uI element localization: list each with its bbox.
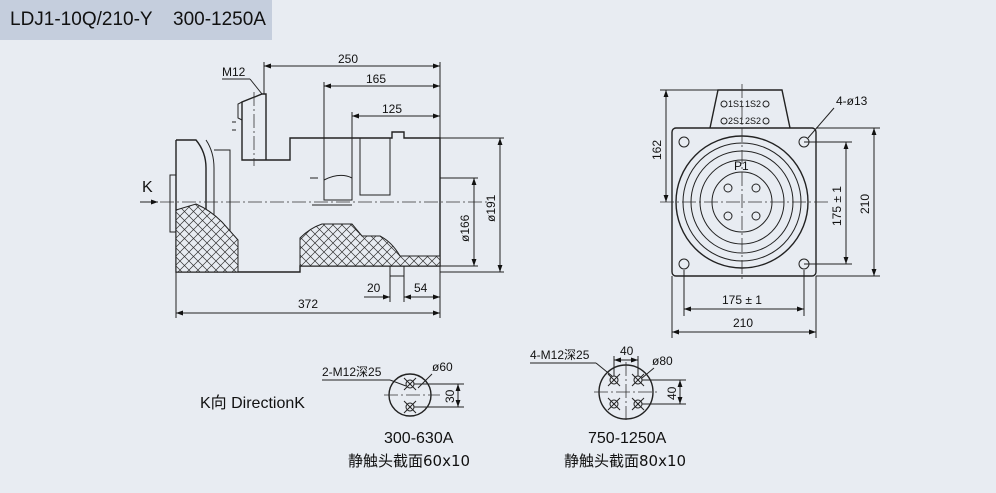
large-top-label: 40 [620,344,634,358]
small-thread-label: 2-M12深25 [322,365,382,379]
small-rating-label: 300-630A [384,430,454,447]
dim-h162: 162 [650,140,664,160]
terminal-2s1: 2S1 [728,116,744,126]
dim-250: 250 [338,52,358,66]
p1-label: P1 [734,159,749,173]
m12-label: M12 [222,65,246,79]
terminal-1s2: 1S2 [745,99,761,109]
contact-750-1250a: 4-M12深25 40 ø80 40 750-1250A 静触头截面80x10 [530,344,686,470]
large-section-label: 静触头截面80x10 [564,452,686,470]
dim-20: 20 [367,281,381,295]
dim-165: 165 [366,72,386,86]
dim-54: 54 [414,281,428,295]
dim-w210: 210 [733,316,753,330]
large-thread-label: 4-M12深25 [530,348,590,362]
terminal-1s1: 1S1 [728,99,744,109]
small-section-label: 静触头截面60x10 [348,452,470,470]
dim-125: 125 [382,102,402,116]
side-view: K M12 250 165 125 372 20 54 ø [140,52,504,318]
dim-w175: 175 ± 1 [722,293,762,307]
dim-d166: ø166 [458,214,472,242]
model-label: LDJ1-10Q/210-Y [10,9,153,30]
k-label: K [142,179,153,196]
large-rating-label: 750-1250A [588,430,667,447]
end-view: 1S1 1S2 2S1 2S2 P1 4-ø13 162 175 ± 1 210… [650,84,880,338]
small-pitch-label: 30 [443,389,457,403]
dim-h210: 210 [858,194,872,214]
large-dia-label: ø80 [652,354,673,368]
holes-label: 4-ø13 [836,94,868,108]
dim-h175: 175 ± 1 [830,186,844,226]
current-range-label: 300-1250A [173,9,266,30]
k-direction-label: K向 DirectionK [200,394,305,412]
terminal-2s2: 2S2 [745,116,761,126]
small-dia-label: ø60 [432,360,453,374]
large-pitch-label: 40 [665,386,679,400]
contact-300-630a: 2-M12深25 ø60 30 300-630A 静触头截面60x10 [322,360,470,470]
dim-d191: ø191 [484,194,498,222]
header-bar: LDJ1-10Q/210-Y 300-1250A [0,0,272,40]
dim-372: 372 [298,297,318,311]
